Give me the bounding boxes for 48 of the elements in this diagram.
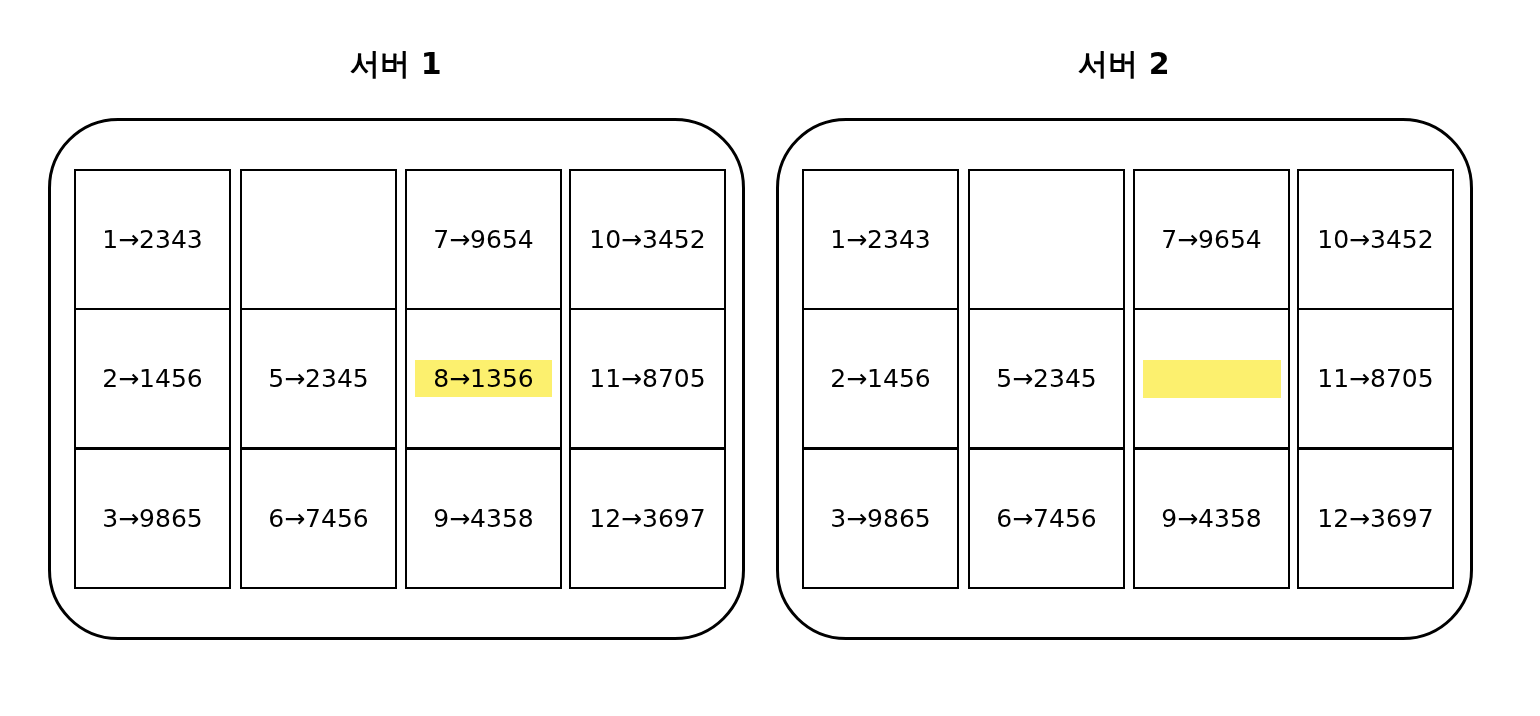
server-title: 서버 2 (1078, 45, 1170, 83)
grid-cell (74, 308, 231, 449)
cell-text: 12→3697 (588, 503, 707, 535)
cell-text: 10→3452 (1316, 224, 1435, 256)
grid-cell (569, 308, 726, 449)
cell-text: 9→4358 (432, 503, 535, 535)
cell-text: 12→3697 (1316, 503, 1435, 535)
grid-cell (968, 448, 1125, 589)
grid-cell (802, 169, 959, 310)
cell-text: 9→4358 (1160, 503, 1263, 535)
server-title: 서버 1 (350, 45, 442, 83)
cell-text: 3→9865 (829, 503, 932, 535)
cell-text: 11→8705 (1316, 363, 1435, 395)
cell-text: 10→3452 (588, 224, 707, 256)
grid-cell (1133, 448, 1290, 589)
grid-cell (968, 308, 1125, 449)
grid-cell (802, 448, 959, 589)
grid-cell (74, 169, 231, 310)
grid-cell (405, 448, 562, 589)
grid-cell (1133, 169, 1290, 310)
highlight-bar (1142, 359, 1281, 398)
cell-text: 7→9654 (432, 224, 535, 256)
grid-cell (1133, 308, 1290, 449)
grid-cell (1297, 448, 1454, 589)
grid-cell (1297, 169, 1454, 310)
grid-cell (240, 169, 397, 310)
cell-text: 7→9654 (1160, 224, 1263, 256)
cell-text: 1→2343 (829, 224, 932, 256)
grid-cell (405, 169, 562, 310)
cell-text: 3→9865 (101, 503, 204, 535)
grid-cell (968, 169, 1125, 310)
grid-cell (240, 308, 397, 449)
cell-text: 6→7456 (267, 503, 370, 535)
grid-cell (1297, 308, 1454, 449)
cell-text: 2→1456 (829, 363, 932, 395)
cell-text: 1→2343 (101, 224, 204, 256)
grid-cell (569, 448, 726, 589)
grid-cell (240, 448, 397, 589)
cell-text: 2→1456 (101, 363, 204, 395)
grid-cell (569, 169, 726, 310)
highlighted-text: 8→1356 (415, 360, 552, 397)
grid-cell (74, 448, 231, 589)
grid-cell (802, 308, 959, 449)
cell-text: 6→7456 (995, 503, 1098, 535)
cell-text: 5→2345 (267, 363, 370, 395)
grid-cell (405, 308, 562, 449)
cell-text: 5→2345 (995, 363, 1098, 395)
cell-text: 11→8705 (588, 363, 707, 395)
